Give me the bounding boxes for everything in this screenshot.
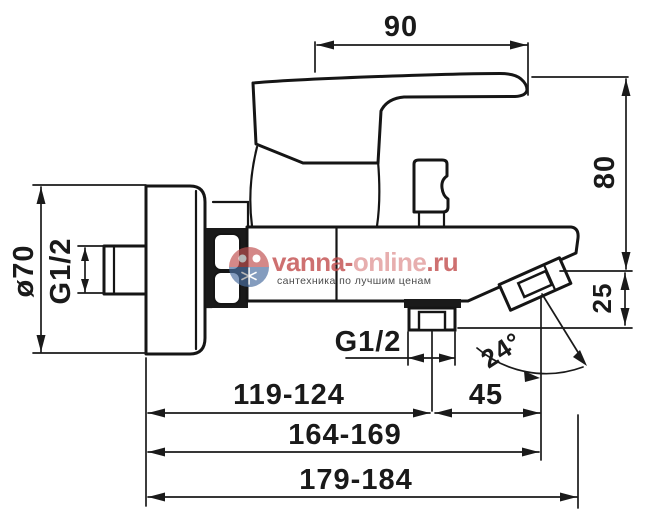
dim-label-45: 45 <box>469 379 503 411</box>
dim-label-80: 80 <box>589 155 621 189</box>
dim-offset-45: 45 <box>434 379 541 418</box>
dim-depth-179-184: 179-184 <box>147 414 579 509</box>
inlet-pipe <box>102 244 148 296</box>
watermark-brand-text: vanna-online.ru <box>272 247 458 277</box>
mixer-body <box>245 225 580 303</box>
wall-flange <box>144 184 207 356</box>
dim-angle-24: 24° <box>475 293 587 461</box>
dim-label-164-169: 164-169 <box>288 419 401 451</box>
watermark: vanna-online.ru сантехника по лучшим цен… <box>229 247 459 287</box>
watermark-tagline: сантехника по лучшим ценам <box>277 275 431 287</box>
hose-outlet <box>404 299 461 332</box>
dim-depth-119-124: 119-124 <box>145 357 431 507</box>
cartridge-neck-left <box>249 145 259 228</box>
watermark-logo-icon <box>229 247 269 287</box>
dim-height-80: 80 <box>531 76 633 272</box>
snowflake-icon <box>241 267 257 285</box>
dim-drop-25: 25 <box>457 272 633 329</box>
dim-outlet-thread: G1/2 <box>335 326 456 412</box>
dim-label-d70: ø70 <box>8 245 40 298</box>
dim-label-179-184: 179-184 <box>299 464 412 496</box>
dim-label-119-124: 119-124 <box>233 379 345 411</box>
body-step <box>211 200 250 228</box>
dim-lever-90: 90 <box>314 11 529 96</box>
dim-label-90: 90 <box>384 11 418 43</box>
faucet-parts <box>102 72 580 356</box>
diverter-knob-stem <box>417 210 446 228</box>
dim-inlet-thread: G1/2 <box>45 238 105 305</box>
dim-label-25: 25 <box>587 283 617 314</box>
dim-flange-70: ø70 <box>8 184 147 354</box>
dim-label-inlet-g12: G1/2 <box>45 238 77 305</box>
handle-lever <box>251 72 529 165</box>
dim-label-outlet-g12: G1/2 <box>335 326 402 358</box>
cartridge-neck-right <box>375 159 381 228</box>
dim-label-24deg: 24° <box>475 326 527 374</box>
dimension-annotations: 90 80 25 ø70 G1/2 <box>8 11 633 509</box>
diverter-knob <box>412 158 450 214</box>
dim-depth-164-169: 164-169 <box>147 419 540 457</box>
